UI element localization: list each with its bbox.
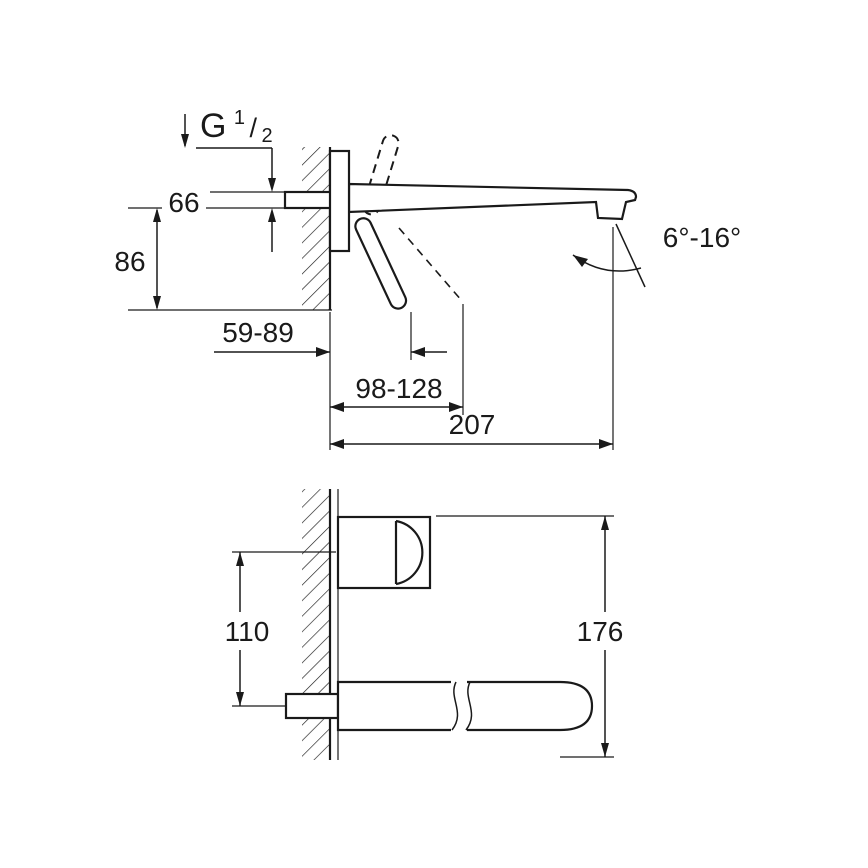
spout-inlet [284, 692, 340, 720]
angle-label: 6°-16° [663, 222, 741, 253]
arrowhead [330, 402, 344, 412]
dim-86: 86 [114, 208, 332, 311]
angle-ray [615, 223, 646, 288]
arrowhead [573, 255, 588, 267]
handle-open-dashed [362, 134, 400, 216]
arrowhead [330, 439, 344, 449]
handle-swing-dashed-line [398, 227, 463, 302]
arrowhead [153, 208, 161, 222]
handle-lever [354, 217, 408, 310]
dim-98-128: 98-128 [330, 373, 463, 412]
dim-98-128-label: 98-128 [355, 373, 442, 404]
arrowhead [236, 552, 244, 566]
arrowhead [236, 692, 244, 706]
wall-hatch-bottom [302, 489, 330, 760]
thread-label: G 1 / 2 [200, 107, 273, 147]
arrowhead [181, 134, 189, 148]
wall-plate [328, 149, 351, 253]
arrowhead [153, 296, 161, 310]
arrowhead [601, 743, 609, 757]
mixer-body [336, 515, 432, 590]
arrowhead [601, 516, 609, 530]
break-line [451, 681, 459, 731]
dim-207-label: 207 [449, 409, 496, 440]
dim-66: 66 [128, 148, 285, 252]
break-gap [451, 680, 467, 734]
wall-hatch-top [302, 147, 330, 310]
break-line [465, 681, 473, 731]
dim-86-label: 86 [114, 246, 145, 277]
arrowhead [268, 178, 276, 192]
dim-176: 176 [436, 515, 624, 758]
arrowhead [449, 402, 463, 412]
mixer-body-arc [395, 519, 424, 586]
arrowhead [411, 347, 425, 357]
dim-59-89-label: 59-89 [222, 317, 294, 348]
dim-59-89: 59-89 [214, 317, 447, 357]
spout [347, 182, 638, 221]
dim-110: 110 [225, 551, 336, 707]
arrowhead [599, 439, 613, 449]
dim-207: 207 [330, 409, 613, 449]
dim-thread: G 1 / 2 [181, 107, 273, 149]
top-view: G 1 / 2 66 86 [114, 107, 741, 450]
dim-angle: 6°-16° [572, 222, 741, 288]
bottom-view: 110 176 [225, 489, 624, 760]
dim-110-label: 110 [225, 616, 270, 647]
arrowhead [316, 347, 330, 357]
arrowhead [268, 208, 276, 222]
dim-176-label: 176 [577, 616, 624, 647]
supply-pipe [283, 190, 334, 210]
dim-66-label: 66 [168, 187, 199, 218]
